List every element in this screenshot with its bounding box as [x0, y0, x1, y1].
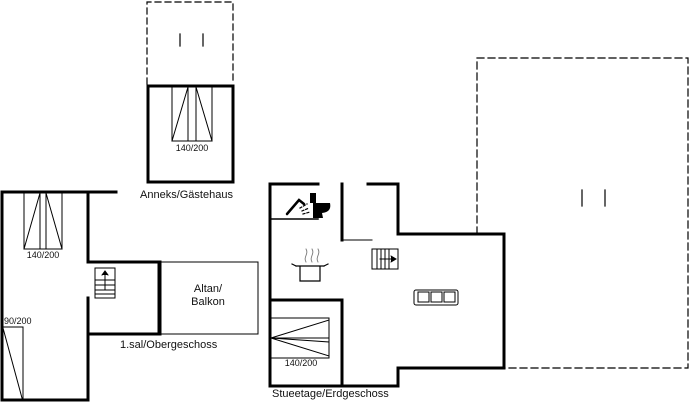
ground-floor-outer-walls [268, 182, 506, 388]
terrace-marks [581, 189, 606, 207]
ground-bed-label: 140/200 [284, 358, 318, 368]
sofa-icon [413, 289, 459, 306]
balcony-outline [157, 261, 259, 335]
shower-icon [285, 198, 311, 216]
first-bed-main-label: 140/200 [26, 250, 60, 260]
first-floor-walls [0, 190, 162, 402]
ground-stairs-icon [371, 248, 399, 270]
annex-bed-label: 140/200 [175, 143, 209, 153]
ground-floor-title: Stueetage/Erdgeschoss [272, 388, 389, 400]
terrace-outline [476, 57, 689, 369]
annex-terrace-marks [179, 33, 204, 47]
first-floor-bed-main [23, 192, 63, 250]
cooking-pot-icon [291, 248, 329, 282]
ground-floor-bedroom-wall [268, 298, 344, 388]
balcony-label-line2: Balkon [191, 296, 225, 308]
first-bed-small-label: 90/200 [4, 316, 32, 326]
annex-title: Anneks/Gästehaus [140, 189, 233, 201]
first-floor [0, 190, 259, 402]
balcony-label-line1: Altan/ [193, 283, 223, 295]
annex-bed [171, 86, 213, 142]
annex-terrace-outline [146, 1, 234, 85]
stairs-icon [94, 267, 116, 299]
annex-walls [146, 84, 235, 184]
annex-building [146, 1, 235, 184]
first-floor-bed-small [2, 326, 24, 400]
ground-floor-bed [270, 317, 330, 359]
toilet-icon [310, 193, 331, 218]
first-floor-title: 1.sal/Obergeschoss [120, 339, 218, 351]
ground-floor [268, 57, 689, 388]
